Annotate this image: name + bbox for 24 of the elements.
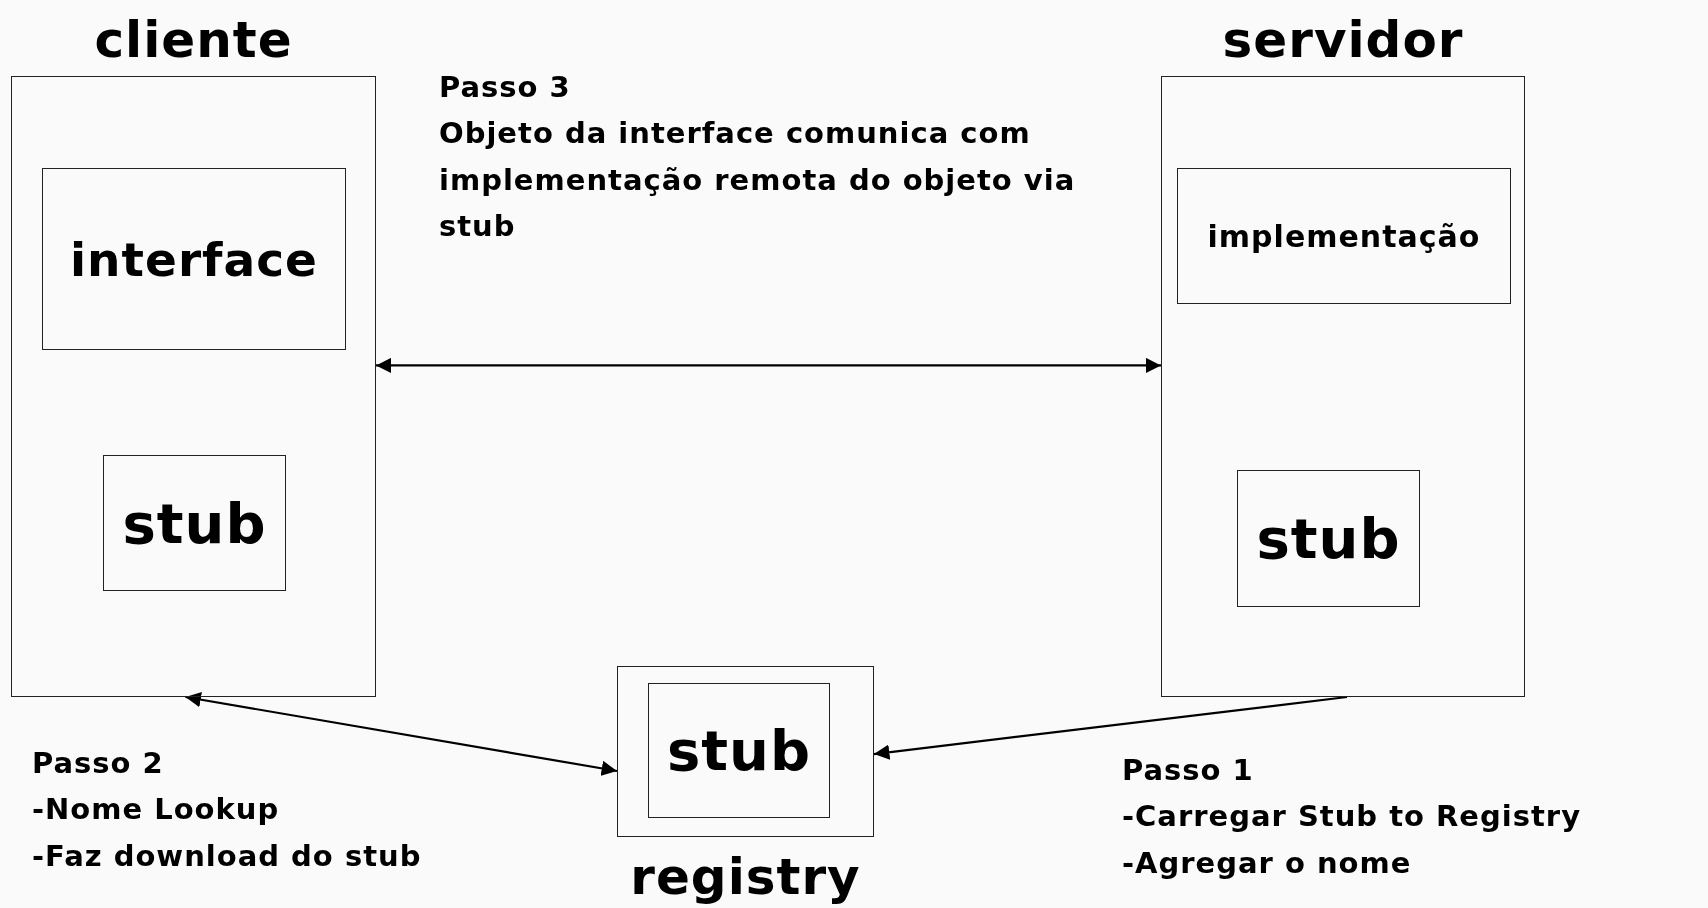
- box: [1177, 168, 1511, 304]
- box-heading: registry: [630, 852, 861, 902]
- note-text: -Nome Lookup: [32, 791, 281, 829]
- note-text: Passo 2: [32, 745, 165, 782]
- note-text: -Faz download do stub: [32, 837, 423, 875]
- box-label: stub: [122, 490, 267, 556]
- box-label: implementação: [1207, 218, 1481, 254]
- box-label: stub: [666, 718, 812, 783]
- box: [1237, 470, 1420, 607]
- box-label: interface: [70, 231, 318, 287]
- box-label: stub: [1256, 506, 1401, 571]
- note-text: Objeto da interface comunica com implementação remota do objeto via stub: [439, 115, 1077, 246]
- note-text: -Agregar o nome: [1122, 844, 1413, 882]
- note-text: Passo 1: [1122, 752, 1255, 789]
- box-heading: cliente: [94, 15, 293, 65]
- box: [648, 683, 830, 818]
- arrow: [376, 357, 1161, 374]
- arrow: [873, 695, 1348, 760]
- box: [42, 168, 346, 350]
- note-text: -Carregar Stub to Registry: [1122, 798, 1583, 836]
- box: [103, 455, 286, 591]
- box-heading: servidor: [1222, 15, 1464, 65]
- note-text: Passo 3: [439, 69, 572, 106]
- arrow: [185, 692, 618, 776]
